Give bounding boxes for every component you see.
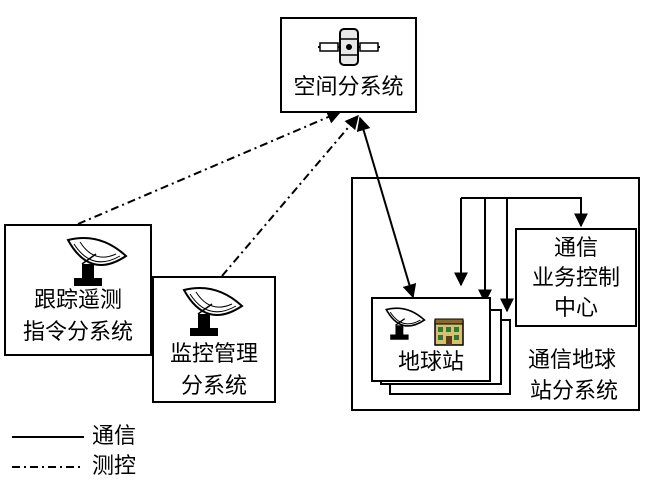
control-center-label-line3: 中心 — [553, 296, 598, 321]
ground-station-box: 地球站 — [371, 297, 491, 382]
dish-antenna-icon — [182, 287, 244, 336]
legend-telemetry-label: 测控 — [92, 454, 137, 479]
monitor-subsystem-label-line1: 监控管理 — [169, 342, 258, 367]
control-center-label-line2: 业务控制 — [531, 266, 620, 291]
telemetry-line-monitor — [221, 114, 359, 277]
monitor-subsystem-box: 监控管理 分系统 — [152, 276, 276, 403]
comm-subsystem-label-line2: 站分系统 — [530, 379, 619, 404]
satellite-icon — [318, 28, 380, 66]
ttc-subsystem-label-line1: 跟踪遥测 — [33, 288, 122, 313]
space-subsystem-label: 空间分系统 — [293, 75, 404, 100]
dish-antenna-icon — [66, 237, 128, 286]
control-line-top — [461, 197, 588, 228]
ttc-subsystem-box: 跟踪遥测 指令分系统 — [4, 224, 152, 356]
legend-communication-label: 通信 — [92, 424, 137, 449]
ttc-subsystem-label-line2: 指令分系统 — [22, 320, 133, 345]
comm-link-space-ground — [356, 116, 417, 299]
telemetry-line-ttc — [77, 110, 342, 225]
comm-subsystem-frame — [351, 177, 640, 411]
dish-antenna-icon — [385, 307, 426, 340]
ground-station-label: 地球站 — [397, 350, 464, 375]
control-center-box: 通信 业务控制 中心 — [515, 228, 637, 327]
monitor-subsystem-label-line2: 分系统 — [180, 374, 247, 399]
comm-subsystem-label-line1: 通信地球 — [528, 348, 617, 373]
control-center-label-line1: 通信 — [553, 236, 598, 261]
building-icon — [434, 318, 464, 346]
space-subsystem-box: 空间分系统 — [280, 17, 417, 113]
